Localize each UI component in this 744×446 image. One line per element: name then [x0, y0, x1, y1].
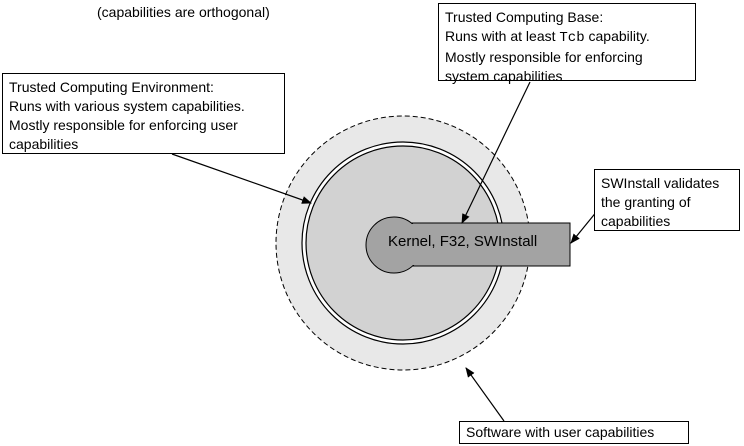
tce-line-2: Runs with various system capabilities.: [9, 98, 245, 114]
swinstall-line-2: the granting of: [601, 194, 691, 210]
tcb-line-2: Runs with at least Tcb capability.: [445, 27, 689, 48]
tcb-callout: Trusted Computing Base: Runs with at lea…: [438, 3, 696, 84]
tcb-arrow: [461, 81, 531, 224]
tcb-line-2-prefix: Runs with at least: [445, 28, 560, 44]
tce-callout: Trusted Computing Environment: Runs with…: [2, 73, 285, 154]
tce-arrow: [171, 153, 312, 204]
tce-title: Trusted Computing Environment:: [9, 79, 214, 95]
tce-line-3: Mostly responsible for enforcing user: [9, 117, 238, 133]
tcb-line-4: system capabilities: [445, 68, 563, 84]
tcb-line-2-suffix: capability.: [584, 28, 650, 44]
user-software-label: Software with user capabilities: [466, 424, 655, 440]
tcb-capability-code: Tcb: [559, 30, 585, 46]
tcb-title: Trusted Computing Base:: [445, 9, 604, 25]
user-software-arrow: [465, 367, 505, 422]
tcb-line-3: Mostly responsible for enforcing: [445, 49, 643, 65]
swinstall-line-3: capabilities: [601, 213, 671, 229]
kernel-label: Kernel, F32, SWInstall: [388, 233, 538, 250]
swinstall-callout: SWInstall validates the granting of capa…: [594, 169, 740, 231]
swinstall-line-1: SWInstall validates: [601, 175, 720, 191]
kernel-bar-fill: [384, 224, 570, 265]
orthogonal-note: (capabilities are orthogonal): [97, 4, 270, 20]
tce-line-4: capabilities: [9, 136, 79, 152]
user-software-callout: Software with user capabilities: [459, 421, 689, 444]
